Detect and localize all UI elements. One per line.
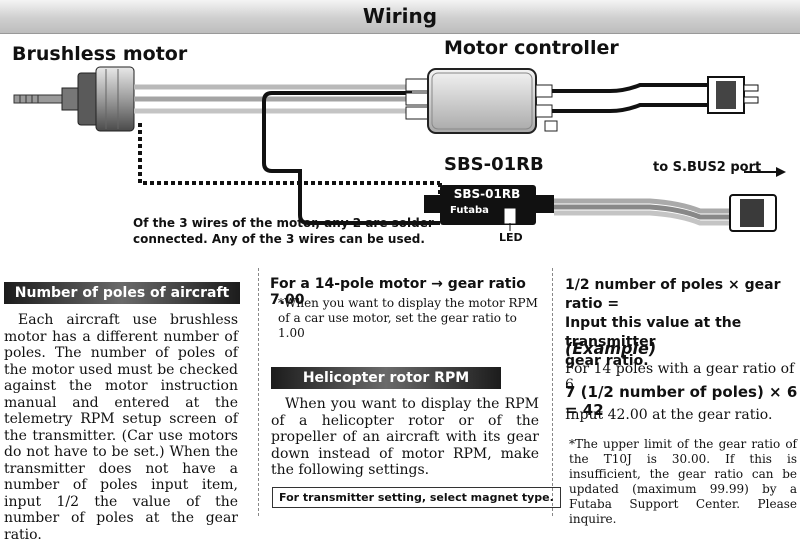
helicopter-body-text: When you want to display the RPM of a he… [271,396,539,478]
sbus2-cable [554,198,730,226]
motor-wires [134,84,412,114]
gear-ratio-limit-note: *The upper limit of the gear ratio of th… [569,437,797,526]
title-banner: Wiring [0,0,800,34]
gear-ratio-heading: For a 14-pole motor → gear ratio 7.00 [270,276,526,308]
example-result: Input 42.00 at the gear ratio. [565,407,773,423]
sensor-wire-dotted [138,123,440,185]
esc-connectors [405,78,429,120]
motor-controller-label: Motor controller [444,37,619,59]
column-divider [552,268,553,516]
car-motor-note: *When you want to display the motor RPM … [278,296,538,340]
formula-line-1: 1/2 number of poles × gear ratio = [565,277,781,312]
sensor-body-text: SBS-01RB [453,187,521,201]
motor-controller-graphic [427,68,558,134]
brushless-motor-label: Brushless motor [12,43,188,65]
battery-plug [707,76,759,114]
sensor-label: SBS-01RB [444,154,544,175]
sensor-wire-solid [262,91,440,225]
example-calculation: 7 (1/2 number of poles) × 6 = 42 [565,383,798,419]
page-title: Wiring [362,4,438,28]
formula-line-2: Input this value at the transmitter [565,315,742,350]
led-label: LED [499,231,523,244]
arrow-right-icon [744,167,786,177]
sbus2-connector [729,194,777,232]
formula-block: 1/2 number of poles × gear ratio = Input… [565,276,797,371]
sbs-sensor-graphic [424,185,554,231]
section-heading-poles: Number of poles of aircraft motor [4,282,240,323]
poles-body-text: Each aircraft use brushless motor has a … [4,312,238,543]
brushless-motor-graphic [13,66,135,132]
wire-note-line-1: Of the 3 wires of the motor, any 2 are s… [133,216,439,230]
magnet-type-note: For transmitter setting, select magnet t… [272,487,561,508]
section-heading-helicopter: Helicopter rotor RPM [271,367,501,389]
sbus2-port-label: to S.BUS2 port [653,160,762,175]
wire-note-line-2: connected. Any of the 3 wires can be use… [133,232,425,246]
sensor-brand: Futaba [450,205,489,216]
column-divider [258,268,259,516]
example-heading: (Example) [565,339,657,358]
wire-note: Of the 3 wires of the motor, any 2 are s… [133,215,439,247]
formula-line-3: gear ratio. [565,353,649,369]
example-line: For 14 poles with a gear ratio of 6 [565,361,795,393]
wiring-diagram [13,66,786,232]
